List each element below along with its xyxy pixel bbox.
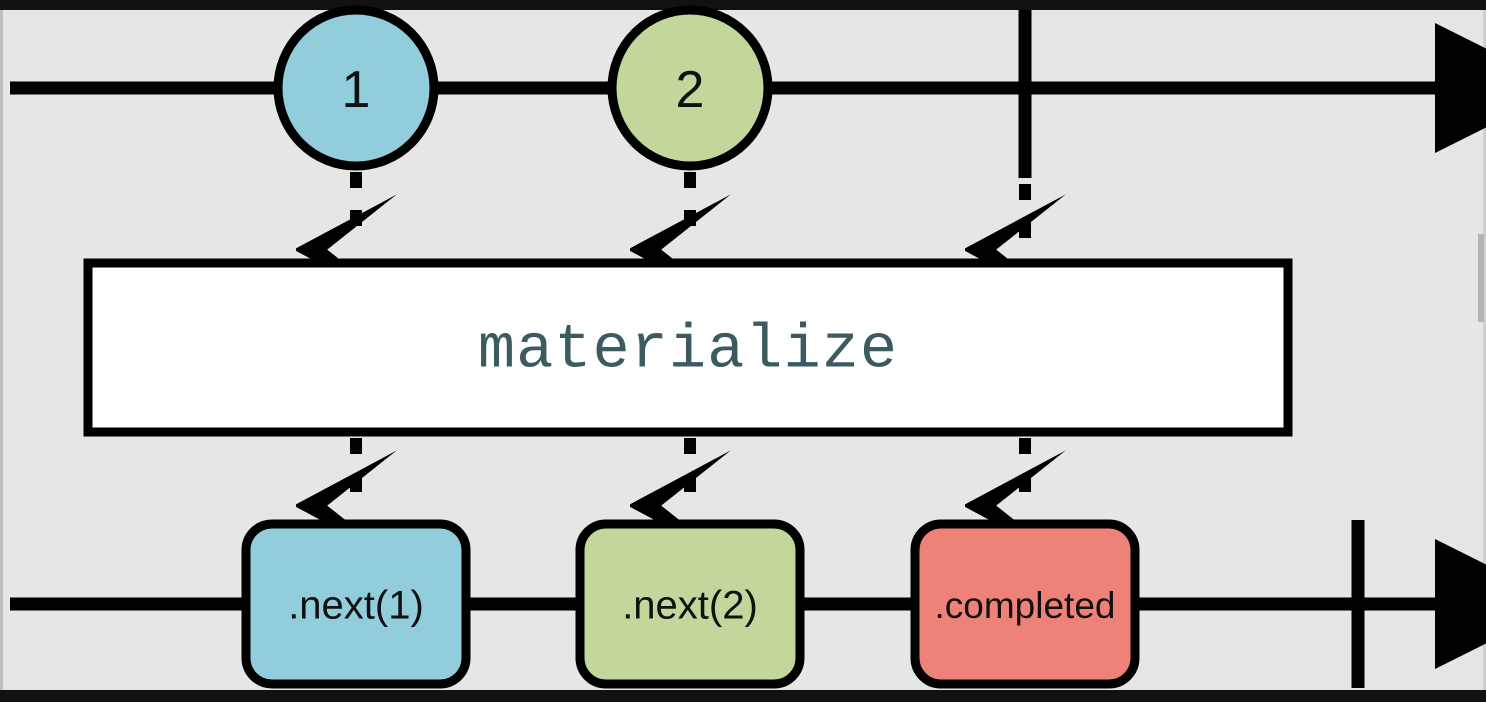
output-marble-next-2[interactable] xyxy=(575,519,805,689)
source-marble-2[interactable] xyxy=(607,5,773,171)
frame-edge-right xyxy=(1483,10,1486,690)
output-marble-completed[interactable] xyxy=(910,519,1140,689)
output-marble-next-1[interactable] xyxy=(241,519,471,689)
connectors-operator-to-output xyxy=(356,438,1025,496)
letterbox-bottom xyxy=(0,690,1486,702)
connectors-source-to-operator xyxy=(356,172,1025,240)
letterbox-top xyxy=(0,0,1486,10)
frame-edge-left xyxy=(0,10,3,690)
operator-box[interactable] xyxy=(83,258,1293,437)
source-marble-1[interactable] xyxy=(273,5,439,171)
scrollbar-thumb[interactable] xyxy=(1478,234,1484,322)
